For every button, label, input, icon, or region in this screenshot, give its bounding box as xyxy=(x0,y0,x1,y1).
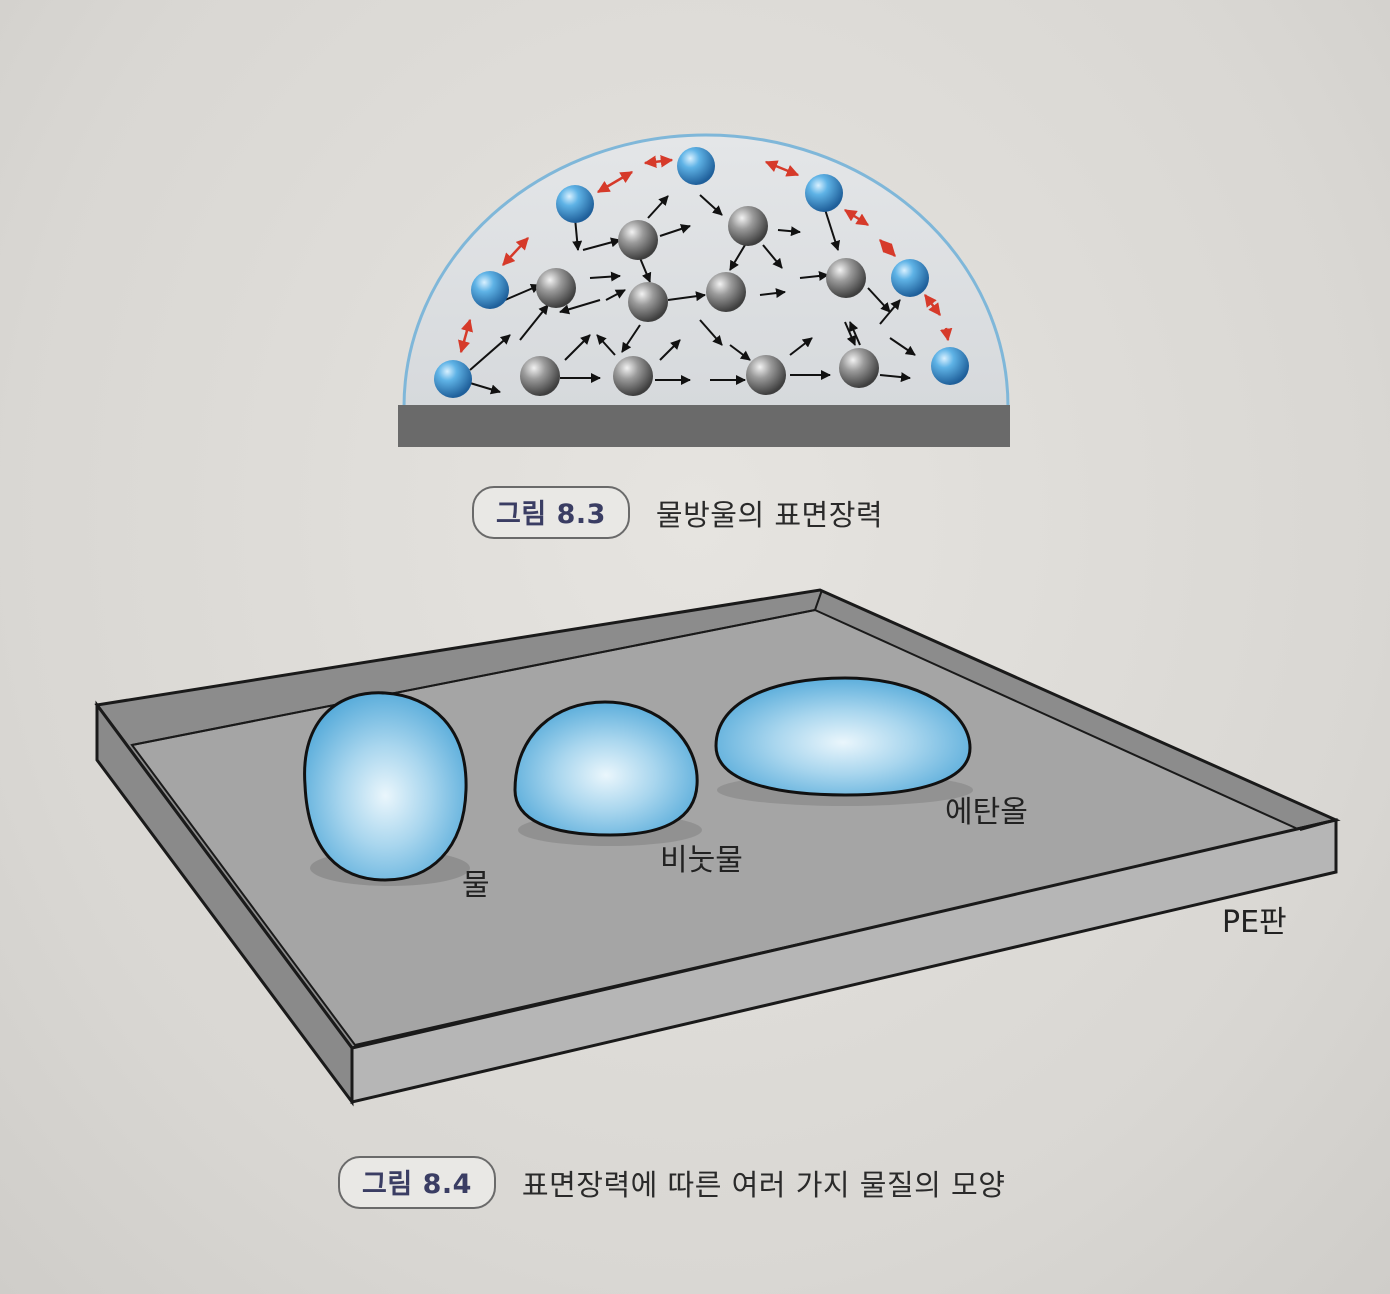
label-soapy-water: 비눗물 xyxy=(660,843,743,878)
interior-molecules xyxy=(520,206,879,396)
interior-force-arrows xyxy=(469,194,916,395)
ethanol-droplet xyxy=(714,676,972,797)
figure-8-3-title: 물방울의 표면장력 xyxy=(655,497,884,532)
droplet-molecule-diagram xyxy=(398,133,1010,447)
surface-tension-arrows xyxy=(458,155,953,354)
label-pe-plate: PE판 xyxy=(1222,905,1287,940)
soapy-water-droplet xyxy=(513,700,699,837)
figure-8-4-badge: 그림 8.4 xyxy=(338,1156,496,1209)
figure-8-3-badge: 그림 8.3 xyxy=(472,486,630,539)
figure-8-3-caption: 그림 8.3 물방울의 표면장력 xyxy=(472,486,883,539)
label-water: 물 xyxy=(462,868,490,903)
label-ethanol: 에탄올 xyxy=(945,795,1028,830)
surface-molecules xyxy=(434,147,969,398)
water-droplet xyxy=(303,691,468,882)
dome-base-plate xyxy=(398,405,1010,447)
pe-plate-diagram: 물 비눗물 에탄올 PE판 xyxy=(94,588,1341,1107)
figure-8-4-caption: 그림 8.4 표면장력에 따른 여러 가지 물질의 모양 xyxy=(338,1156,1005,1209)
figure-8-4-title: 표면장력에 따른 여러 가지 물질의 모양 xyxy=(521,1167,1006,1202)
plate-front-side xyxy=(350,818,1338,1104)
